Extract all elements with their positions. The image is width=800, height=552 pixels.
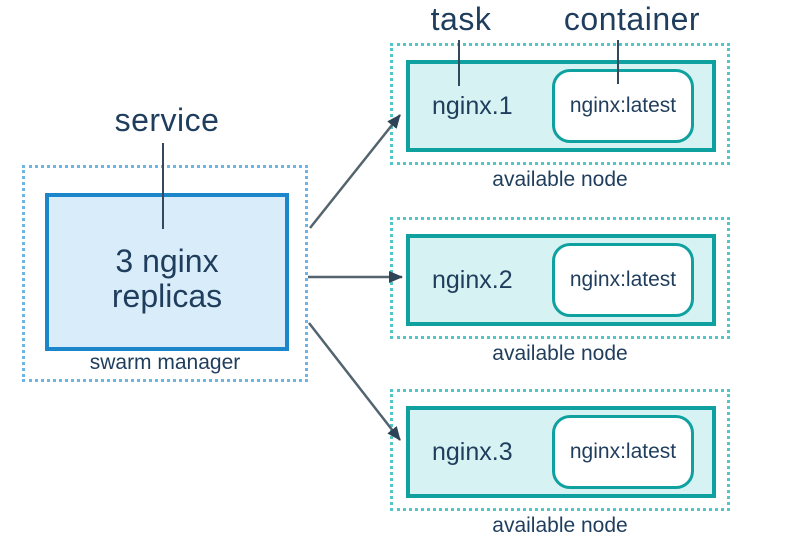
node-box: nginx.2 nginx:latest xyxy=(390,217,730,339)
task-label: task xyxy=(430,1,492,37)
container-image-name: nginx:latest xyxy=(569,440,677,463)
task-name: nginx.1 xyxy=(432,91,513,120)
arrow-to-node-3 xyxy=(308,322,401,441)
service-label: service xyxy=(114,102,220,138)
node-box: nginx.1 nginx:latest xyxy=(390,43,730,165)
task-box: nginx.1 nginx:latest xyxy=(406,60,716,152)
container-image-name: nginx:latest xyxy=(569,268,677,291)
task-box: nginx.2 nginx:latest xyxy=(406,234,716,326)
task-name: nginx.2 xyxy=(432,265,513,294)
task-box: nginx.3 nginx:latest xyxy=(406,406,716,498)
container-box: nginx:latest xyxy=(552,243,694,317)
service-box: 3 nginx replicas xyxy=(45,193,289,351)
swarm-manager-caption: swarm manager xyxy=(89,351,241,374)
node-caption: available node xyxy=(492,342,628,365)
task-name: nginx.3 xyxy=(432,437,513,466)
container-label: container xyxy=(563,1,701,37)
arrow-to-node-1 xyxy=(309,114,401,229)
node-box: nginx.3 nginx:latest xyxy=(390,389,730,511)
container-box: nginx:latest xyxy=(552,69,694,143)
service-replicas-text: 3 nginx replicas xyxy=(111,243,223,314)
node-caption: available node xyxy=(492,514,628,537)
swarm-manager-box: 3 nginx replicas swarm manager xyxy=(22,165,308,382)
container-box: nginx:latest xyxy=(552,415,694,489)
node-caption: available node xyxy=(492,168,628,191)
container-image-name: nginx:latest xyxy=(569,94,677,117)
